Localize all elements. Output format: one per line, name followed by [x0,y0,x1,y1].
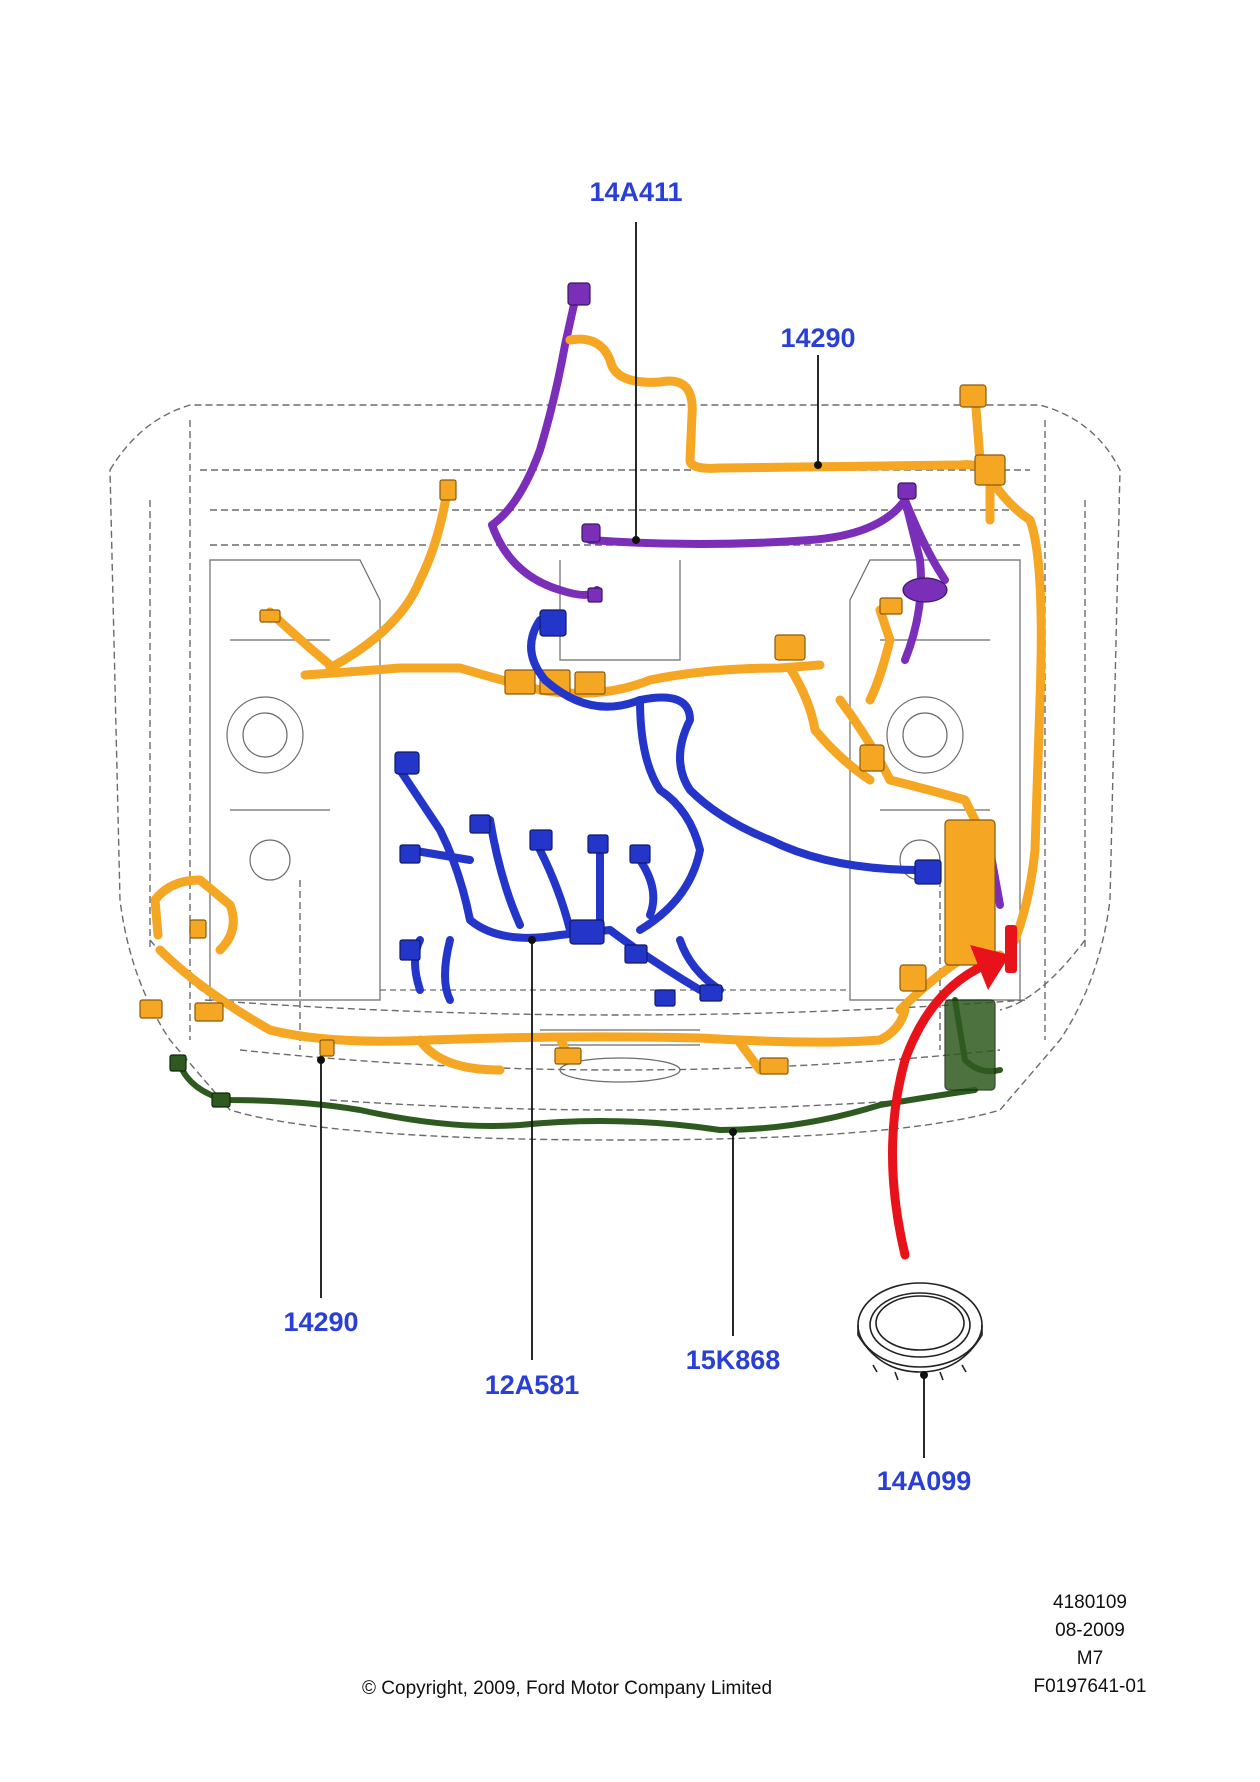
grommet-14A099 [857,1282,983,1381]
callout-12A581: 12A581 [484,1370,580,1400]
meta-drawing-number: 4180109 [1053,1592,1127,1613]
engine-bay-structure [209,559,1021,1083]
connectors-15K868 [169,999,996,1108]
meta-figure-id: F0197641-01 [1033,1676,1147,1697]
leader-lines [320,222,925,1458]
meta-date: 08-2009 [1055,1620,1125,1641]
callout-14A411: 14A411 [589,177,683,207]
callout-14A099: 14A099 [876,1466,972,1496]
copyright-notice: © Copyright, 2009, Ford Motor Company Li… [362,1678,773,1699]
callout-15K868: 15K868 [685,1345,781,1375]
harness-15K868 [177,997,1003,1133]
red-arrow [888,925,1017,1260]
harness-12A581 [396,616,924,1004]
connectors-12A581 [394,609,942,1007]
callout-14290-top: 14290 [780,323,856,353]
connectors-14A411 [567,282,948,603]
callout-14290-bottom: 14290 [283,1307,359,1337]
leader-dots [317,461,928,1379]
vehicle-outline [109,404,1121,1141]
connectors-14290 [139,384,1006,1075]
meta-model-code: M7 [1076,1648,1104,1669]
